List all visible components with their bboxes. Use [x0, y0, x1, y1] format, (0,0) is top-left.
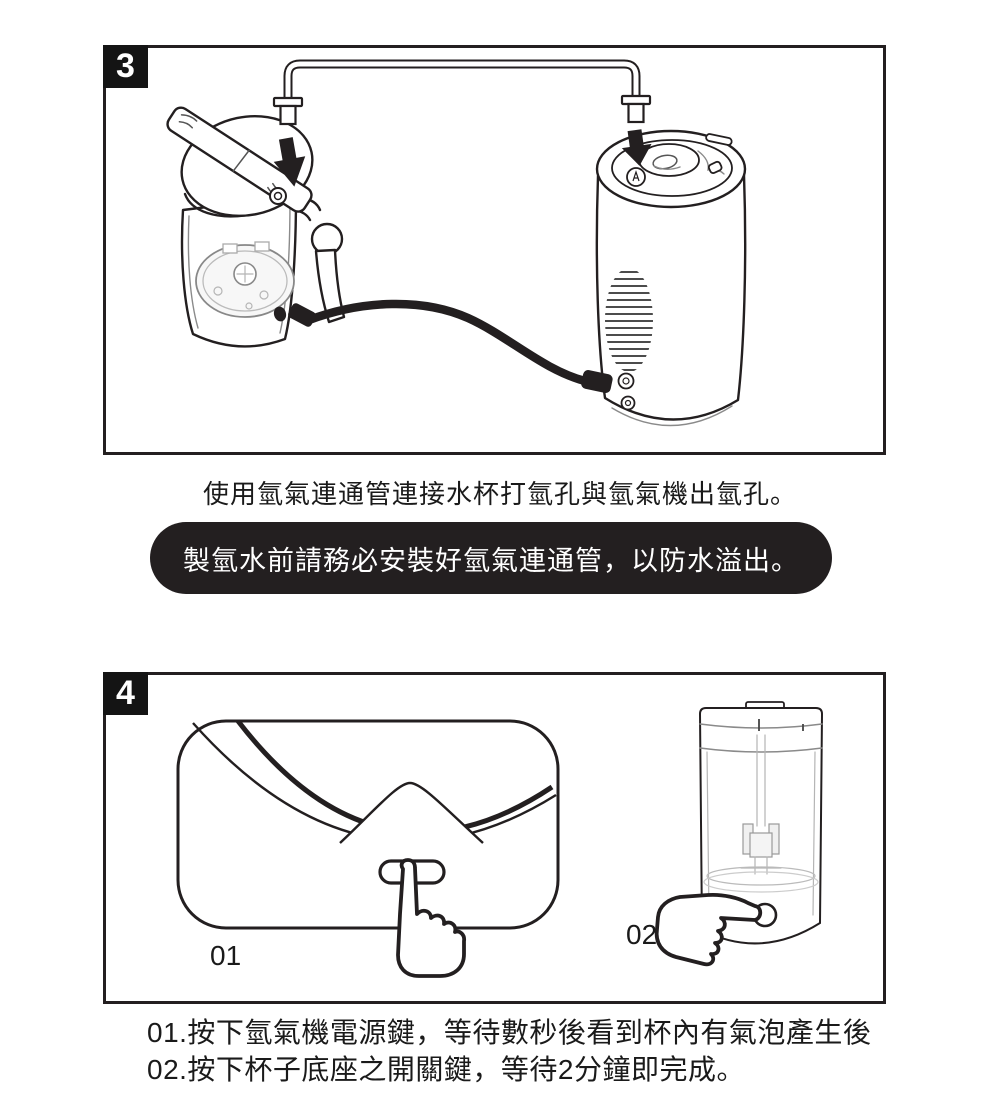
press-hand-icon: [396, 858, 467, 978]
handle-shaft: [314, 248, 346, 324]
point-hand-icon: [654, 892, 763, 967]
power-button-closeup: [176, 719, 560, 978]
instruction-line-1: 01.按下氫氣機電源鍵，等待數秒後看到杯內有氣泡產生後: [147, 1017, 872, 1048]
down-arrow-icon: [273, 137, 306, 187]
figure-label-02: 02: [626, 919, 657, 950]
warning-banner: 製氫水前請務必安裝好氫氣連通管，以防水溢出。: [150, 522, 832, 594]
figure-label-01: 01: [210, 940, 241, 971]
down-arrow-icon: [621, 129, 652, 166]
step-4-instructions: 01.按下氫氣機電源鍵，等待數秒後看到杯內有氣泡產生後 02.按下杯子底座之開關…: [147, 1014, 871, 1088]
cup-base-closeup: [654, 701, 824, 967]
water-cup-illustration: [166, 106, 346, 348]
step-3-illustration: [166, 59, 747, 427]
step-4-panel: 01 02: [103, 672, 886, 1004]
step-3-caption: 使用氫氣連通管連接水杯打氫孔與氫氣機出氫孔。: [202, 479, 797, 509]
step-4-illustration: 01 02: [176, 701, 824, 978]
lid-flip-handle: [166, 106, 313, 213]
vent-ribs: [605, 271, 653, 371]
step-3-panel: [103, 45, 886, 455]
step-4-number-badge: 4: [103, 672, 148, 715]
step-3-number-badge: 3: [103, 45, 148, 88]
hydrogen-tube: [272, 59, 652, 126]
power-port-symbol: [626, 167, 646, 187]
instruction-line-2: 02.按下杯子底座之開關鍵，等待2分鐘即完成。: [147, 1054, 745, 1085]
cable-plug-cup: [288, 303, 316, 327]
hydrogen-machine-illustration: [595, 129, 747, 427]
cable-plug-machine: [581, 370, 613, 393]
connector-cable: [304, 299, 590, 386]
hydrogen-inlet-port: [269, 187, 287, 205]
mountain-mark: [339, 781, 484, 844]
